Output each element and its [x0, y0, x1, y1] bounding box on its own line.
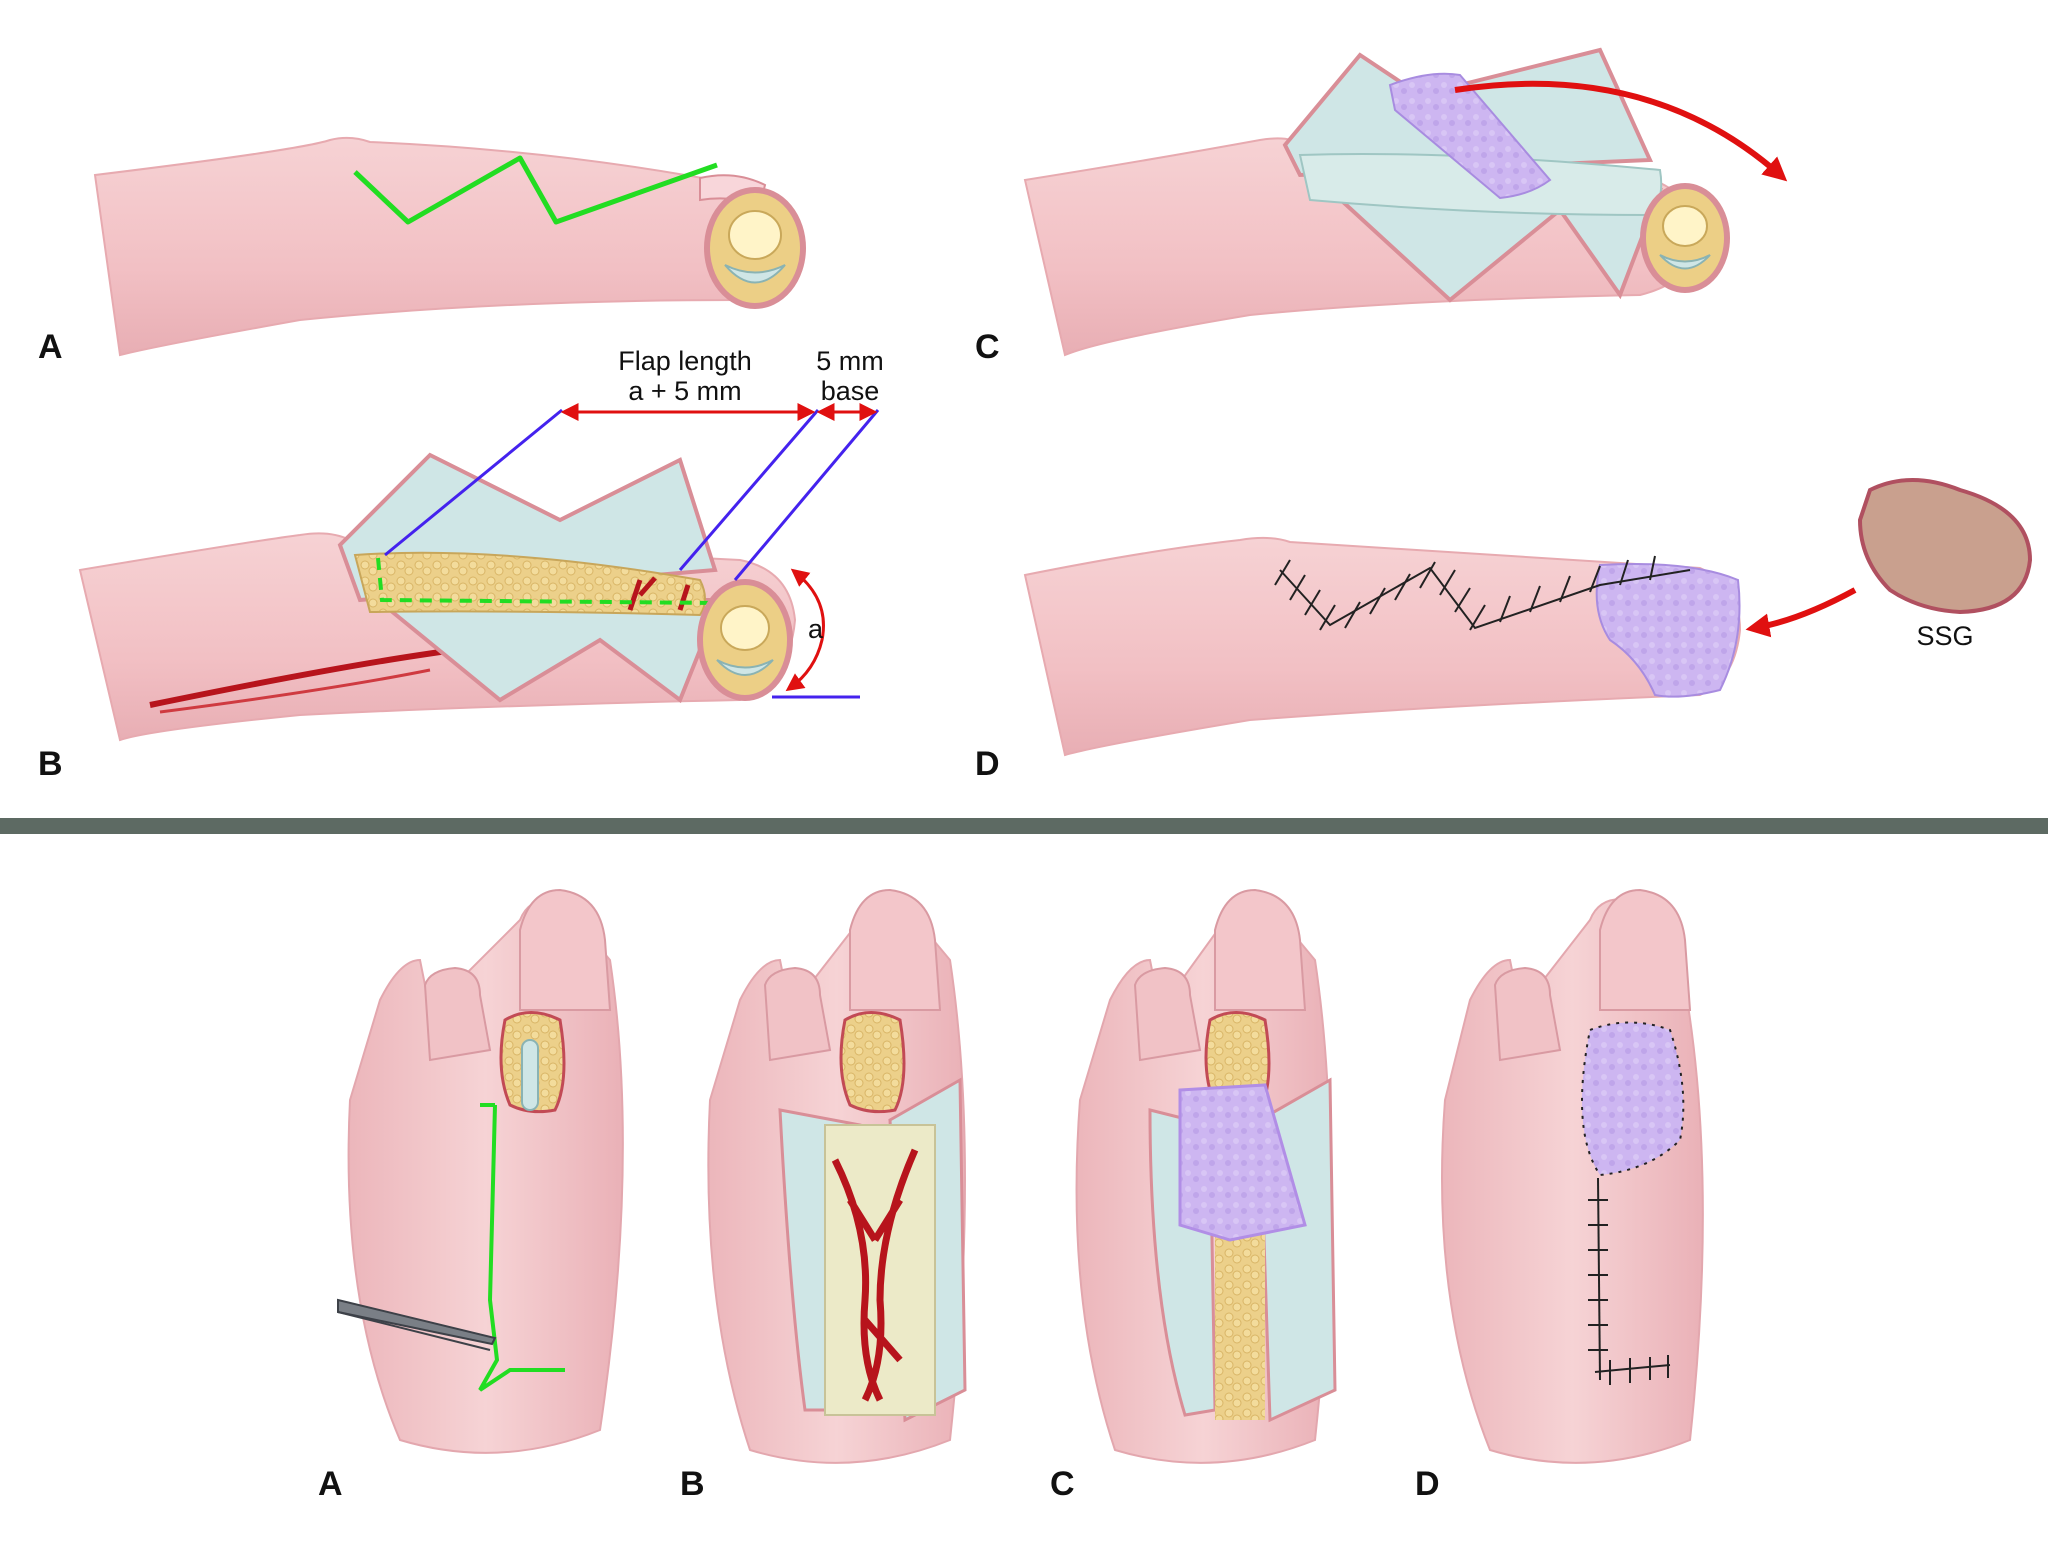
a-label: a	[808, 614, 824, 644]
graft-donor	[1857, 478, 2033, 615]
figure-divider	[0, 818, 2048, 834]
top-panel-b: Flap length a + 5 mm 5 mm base a B	[38, 346, 884, 783]
defect	[839, 1011, 906, 1114]
finger-shape	[763, 966, 832, 1062]
base-length-label: 5 mm	[816, 346, 884, 376]
tendon-section	[1659, 254, 1711, 270]
dashed-incision	[376, 557, 721, 605]
bottom-panel-b: B	[680, 888, 967, 1503]
suture-line	[1594, 1364, 1671, 1373]
bone-section	[728, 210, 782, 260]
artery	[831, 1148, 919, 1402]
measure-line	[733, 409, 880, 581]
sutures	[1274, 555, 1656, 631]
panel-letter: A	[38, 328, 63, 366]
ssg-label: SSG	[1916, 621, 1973, 651]
finger-shape	[1493, 966, 1562, 1062]
forceps-icon	[337, 1298, 497, 1351]
base-label: base	[821, 376, 880, 406]
flap-length-formula: a + 5 mm	[628, 376, 741, 406]
top-panel-a: A	[38, 136, 806, 366]
bone-section	[1662, 205, 1708, 247]
tendon-section	[716, 659, 774, 676]
zigzag-incision	[353, 155, 718, 225]
bottom-panel-c: C	[1050, 888, 1337, 1503]
suture-line	[1279, 566, 1691, 630]
skin-graft	[1595, 563, 1741, 698]
bottom-panel-a: A	[318, 888, 624, 1503]
panel-letter: C	[975, 328, 1000, 366]
skin-graft	[1388, 72, 1552, 200]
finger-shape	[1214, 888, 1307, 1011]
panel-letter: D	[1415, 1465, 1440, 1503]
incision-line	[478, 1104, 565, 1392]
measure-line	[384, 408, 563, 557]
artery-branch	[627, 576, 691, 611]
rotation-arrow	[1454, 80, 1788, 182]
tendon	[521, 1039, 539, 1111]
panel-letter: A	[318, 1465, 343, 1503]
finger-shape	[849, 888, 942, 1011]
top-panel-d: SSG D	[975, 478, 2033, 783]
skin-graft	[1581, 1021, 1685, 1177]
panel-letter: B	[38, 745, 63, 783]
measure-line	[678, 409, 820, 571]
bottom-panel-d: D	[1415, 888, 1704, 1503]
finger-shape	[423, 966, 492, 1062]
flap-length-label: Flap length	[618, 346, 752, 376]
suture-line	[1597, 1177, 1601, 1381]
graft-arrow	[1745, 587, 1857, 638]
finger-shape	[1599, 888, 1692, 1011]
panel-letter: B	[680, 1465, 705, 1503]
a-arrow	[785, 568, 825, 692]
tendon-section	[724, 264, 786, 284]
panel-letter: D	[975, 745, 1000, 783]
bone-section	[720, 605, 770, 651]
finger-shape	[519, 888, 612, 1011]
skin-graft	[1178, 1083, 1307, 1242]
sutures	[1588, 1199, 1669, 1385]
panel-letter: C	[1050, 1465, 1075, 1503]
finger-shape	[1133, 966, 1202, 1062]
top-panel-c: C	[975, 47, 1788, 366]
vessel	[159, 668, 431, 714]
